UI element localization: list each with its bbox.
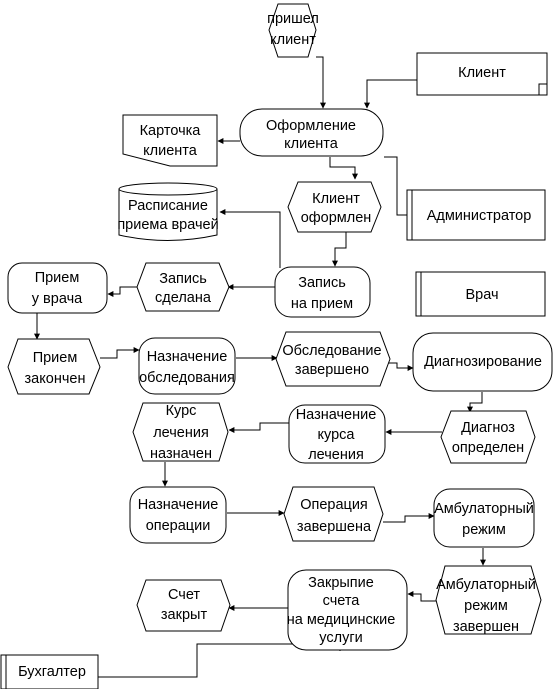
function-diagnosing	[412, 332, 553, 392]
arrow-course-to-assigned	[228, 422, 289, 433]
arrow-client-role-to-registration	[364, 79, 417, 109]
function-course-assign	[288, 404, 386, 464]
function-registration	[239, 108, 384, 157]
label-role-client: Клиент	[458, 65, 506, 81]
event-bill-closed	[136, 579, 231, 632]
role-accountant	[0, 654, 99, 689]
arrow-registered-to-appointment	[332, 230, 347, 267]
event-treatment-assigned	[132, 402, 229, 462]
arrow-outpatient-done-to-closing	[407, 591, 437, 602]
arrow-registration-to-registered	[329, 157, 358, 180]
arrow-made-to-reception	[107, 286, 137, 297]
function-doctor-reception	[7, 262, 108, 314]
label-role-administrator: Администратор	[427, 208, 532, 224]
role-client	[416, 52, 548, 96]
database-schedule	[118, 182, 218, 241]
document-client-card	[122, 114, 218, 167]
event-client-registered	[287, 181, 382, 233]
arrow-done-to-diagnosing	[387, 362, 414, 371]
event-operation-done	[283, 486, 384, 542]
event-diagnosis-defined	[440, 410, 536, 464]
event-appointment-made	[136, 262, 230, 312]
function-closing-bill	[287, 569, 408, 651]
label-role-doctor: Врач	[465, 287, 498, 303]
arrow-diagnosing-to-defined	[467, 392, 483, 413]
event-examination-done	[275, 331, 391, 387]
event-reception-finished	[7, 338, 101, 395]
function-operation-assign	[129, 486, 227, 544]
arrow-appointment-to-schedule	[219, 209, 281, 268]
role-administrator	[406, 189, 546, 241]
arrow-finished-to-exam-assign	[100, 347, 140, 359]
function-outpatient	[433, 488, 535, 548]
arrow-arrived-to-registration	[316, 56, 326, 109]
function-appointment	[274, 266, 371, 318]
role-client-marker	[538, 83, 548, 96]
link-admin-to-registration	[384, 156, 407, 216]
event-outpatient-done	[435, 565, 542, 635]
function-examination-assign	[138, 337, 236, 395]
label-role-accountant: Бухгалтер	[18, 664, 86, 680]
label-diagnosing: Диагнозирование	[424, 354, 542, 370]
event-client-arrived	[268, 3, 317, 58]
arrow-opdone-to-outpatient	[383, 513, 435, 523]
role-doctor	[415, 271, 546, 317]
